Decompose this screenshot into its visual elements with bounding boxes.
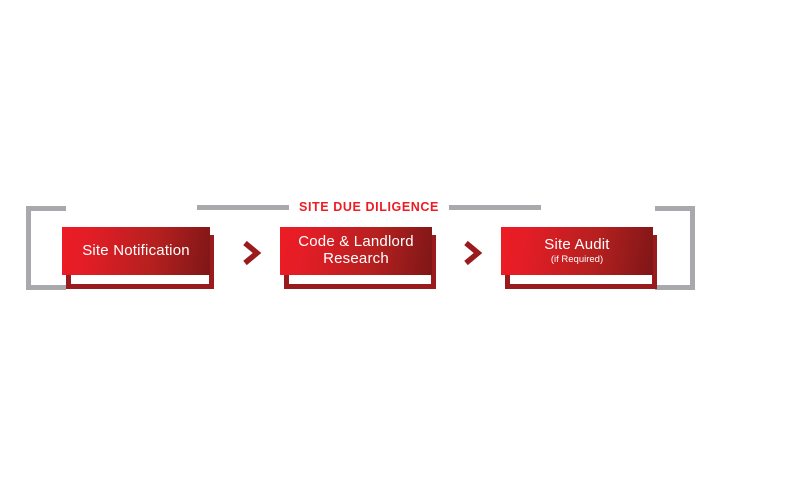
step-body: Code & Landlord Research	[280, 227, 432, 275]
chevron-right-icon	[241, 240, 263, 266]
step-label-line-2: Research	[323, 250, 389, 267]
diagram-title-band: SITE DUE DILIGENCE	[197, 199, 542, 215]
step-body: Site Audit (if Required)	[501, 227, 653, 275]
corner-bracket-top-right-icon	[655, 206, 695, 248]
step-label: Code & Landlord	[298, 233, 414, 251]
step-label: Site Audit	[544, 235, 610, 253]
diagram-title: SITE DUE DILIGENCE	[299, 200, 439, 214]
step-label: Site Notification	[82, 241, 190, 259]
step-body: Site Notification	[62, 227, 210, 275]
chevron-right-icon	[462, 240, 484, 266]
title-rule-left	[197, 204, 290, 210]
corner-bracket-bottom-left-icon	[26, 248, 66, 290]
corner-bracket-bottom-right-icon	[655, 248, 695, 290]
step-sublabel: (if Required)	[550, 253, 604, 265]
corner-bracket-top-left-icon	[26, 206, 66, 248]
title-rule-right	[449, 204, 542, 210]
